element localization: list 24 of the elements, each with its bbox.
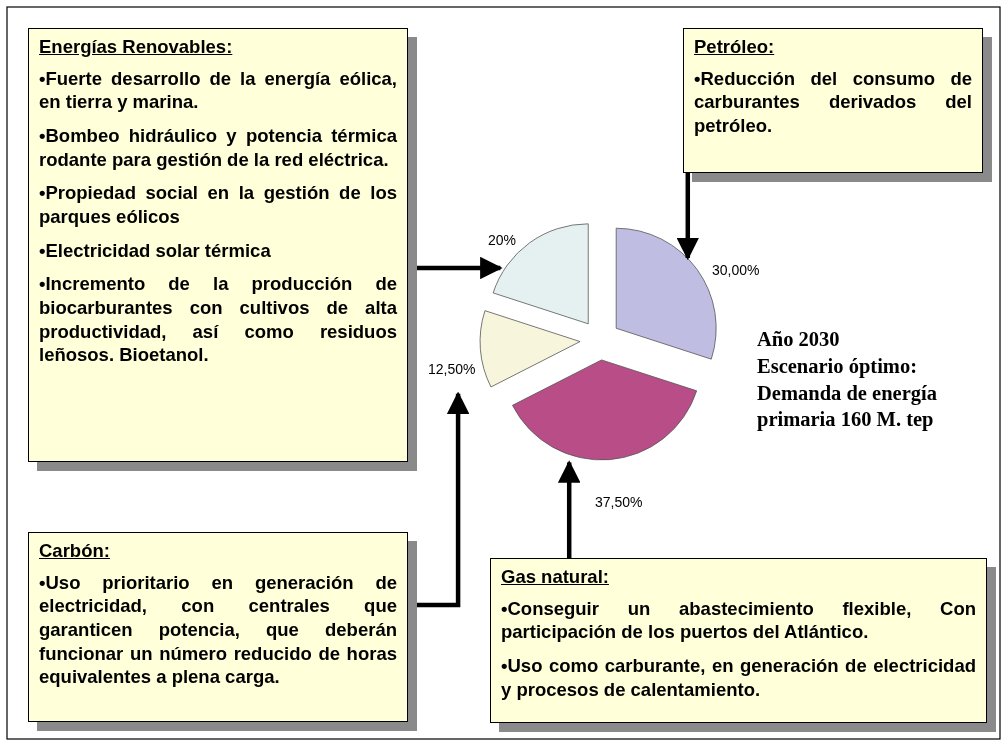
box-heading: Gas natural: (501, 565, 610, 589)
bullet-text: •Bombeo hidráulico y potencia térmica rodante para gestión de la red eléctrica. (39, 124, 397, 172)
box-heading: Carbón: (39, 539, 111, 563)
bullet-text: •Conseguir un abastecimiento flexible, Con participación de los puertos del Atlántico. (501, 596, 976, 644)
percent-label: 12,50% (428, 361, 476, 377)
bullet-text: •Propiedad social en la gestión de los parques eólicos (39, 181, 397, 229)
bullet-text: •Reducción del consumo de carburantes derivados del petróleo. (694, 66, 972, 138)
bullet-text: •Electricidad solar térmica (39, 238, 272, 263)
scenario-text: Año 2030 (757, 327, 840, 352)
percent-label: 30,00% (712, 262, 760, 278)
box-heading: Energías Renovables: (39, 35, 234, 59)
bullet-text: •Incremento de la producción de biocarburantes con cultivos de alta productividad, así como residuos leñosos. Bioetanol. (39, 272, 397, 368)
arrow (557, 460, 581, 558)
pie-slice (479, 310, 581, 388)
box-heading: Petróleo: (694, 35, 776, 59)
percent-label: 20% (488, 232, 517, 248)
scenario-text: Escenario óptimo: (757, 354, 917, 380)
bullet-text: •Fuerte desarrollo de la energía eólica, en tierra y marina. (39, 66, 397, 114)
arrow (676, 173, 700, 261)
pie-slice (512, 359, 698, 461)
bullet-text: •Uso como carburante, en generación de electricidad y procesos de calentamiento. (501, 654, 976, 702)
scenario-text: Demanda de energía primaria 160 M. tep (757, 381, 938, 433)
percent-label: 37,50% (595, 494, 643, 510)
bullet-text: •Uso prioritario en generación de electricidad, con centrales que garanticen potencia, que deberán funcionar un número reducido de horas equivalentes a plena carga. (39, 570, 397, 690)
